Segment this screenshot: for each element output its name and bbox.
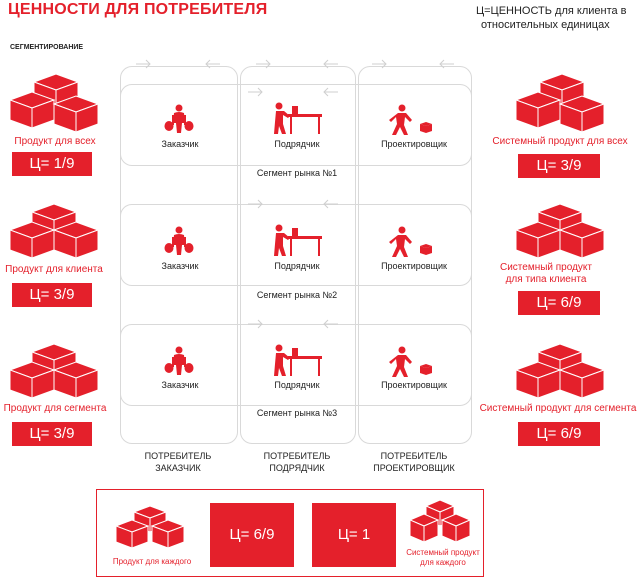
role-label-contractor: Подрядчик [274, 261, 320, 271]
right-product-value: Ц= 6/9 [518, 422, 600, 446]
role-label-contractor: Подрядчик [274, 380, 320, 390]
segmentation-label: СЕГМЕНТИРОВАНИЕ [10, 44, 84, 51]
consumer-label-line: ПОТРЕБИТЕЛЬ [144, 451, 212, 461]
left-product-value: Ц= 3/9 [12, 283, 92, 307]
right-product-value: Ц= 6/9 [518, 291, 600, 315]
bottom-system-label: Системный продукт для каждого [398, 548, 488, 568]
customer-person-icon [164, 226, 194, 255]
right-product-label-line: Системный продукт для сегмента [479, 403, 637, 414]
segment-row-1 [120, 84, 472, 166]
arrow-icon [381, 59, 387, 69]
contractor-person-icon [274, 102, 322, 134]
role-label-designer: Проектировщик [381, 139, 447, 149]
summary-frame [96, 489, 484, 577]
right-product-label: Системный продукт для сегмента [476, 403, 640, 414]
consumer-label-contractor: ПОТРЕБИТЕЛЬ ПОДРЯДЧИК [240, 450, 354, 474]
left-product-label: Продукт для сегмента [3, 403, 107, 414]
cubes-icon [410, 500, 472, 543]
role-label-customer: Заказчик [161, 139, 199, 149]
cubes-icon [516, 204, 606, 259]
consumer-label-designer: ПОТРЕБИТЕЛЬ ПРОЕКТИРОВЩИК [358, 450, 470, 474]
arrow-icon [145, 59, 151, 69]
left-product-label: Продукт для всех [14, 136, 96, 147]
segment-row-2 [120, 204, 472, 286]
customer-person-icon [164, 346, 194, 375]
customer-person-icon [164, 104, 194, 133]
role-label-contractor: Подрядчик [274, 139, 320, 149]
segment-name-1: Сегмент рынка №1 [256, 168, 338, 178]
cubes-icon [116, 506, 186, 549]
arrow-icon [439, 59, 445, 69]
cubes-icon [10, 344, 100, 399]
left-product-label: Продукт для клиента [5, 264, 103, 275]
designer-person-icon [389, 346, 432, 377]
right-product-label: Системный продукт для всех [480, 136, 640, 147]
cubes-icon [516, 344, 606, 399]
consumer-label-line: ПОДРЯДЧИК [269, 463, 325, 473]
right-product-label: Системный продукт для типа клиента [486, 262, 606, 286]
bottom-system-label-line: Системный продукт [406, 548, 480, 557]
segment-name-2: Сегмент рынка №2 [256, 290, 338, 300]
page-title: ЦЕННОСТИ ДЛЯ ПОТРЕБИТЕЛЯ [8, 1, 268, 18]
role-label-designer: Проектировщик [381, 380, 447, 390]
consumer-label-line: ПОТРЕБИТЕЛЬ [263, 451, 331, 461]
designer-person-icon [389, 104, 432, 135]
cubes-icon [10, 204, 100, 259]
consumer-label-line: ПРОЕКТИРОВЩИК [373, 463, 455, 473]
consumer-label-customer: ПОТРЕБИТЕЛЬ ЗАКАЗЧИК [120, 450, 236, 474]
left-product-value: Ц= 1/9 [12, 152, 92, 176]
role-label-customer: Заказчик [161, 380, 199, 390]
segment-row-3 [120, 324, 472, 406]
contractor-person-icon [274, 224, 322, 256]
designer-person-icon [389, 226, 432, 257]
arrow-icon [265, 59, 271, 69]
cubes-icon [516, 74, 606, 133]
arrow-icon [205, 59, 211, 69]
right-product-label-line: Системный продукт для всех [492, 136, 628, 147]
consumer-label-line: ЗАКАЗЧИК [155, 463, 201, 473]
right-product-label-line: Системный продукт [499, 262, 592, 273]
consumer-label-line: ПОТРЕБИТЕЛЬ [380, 451, 448, 461]
role-label-designer: Проектировщик [381, 261, 447, 271]
value-note-line-1: Ц=ЦЕННОСТЬ для клиента в [476, 5, 627, 17]
consumer-column-contractor [240, 66, 356, 444]
role-label-customer: Заказчик [161, 261, 199, 271]
right-product-value: Ц= 3/9 [518, 154, 600, 178]
value-note: Ц=ЦЕННОСТЬ для клиента в относительных е… [476, 4, 640, 32]
cubes-icon [10, 74, 100, 133]
segment-name-3: Сегмент рынка №3 [256, 408, 338, 418]
arrow-icon [323, 59, 329, 69]
bottom-value-right: Ц= 1 [312, 503, 396, 567]
bottom-system-label-line: для каждого [420, 558, 466, 567]
left-product-value: Ц= 3/9 [12, 422, 92, 446]
contractor-person-icon [274, 344, 322, 376]
bottom-product-label: Продукт для каждого [112, 557, 192, 566]
bottom-value-left: Ц= 6/9 [210, 503, 294, 567]
right-product-label-line: для типа клиента [505, 274, 587, 285]
value-note-line-2: относительных единицах [481, 19, 610, 31]
